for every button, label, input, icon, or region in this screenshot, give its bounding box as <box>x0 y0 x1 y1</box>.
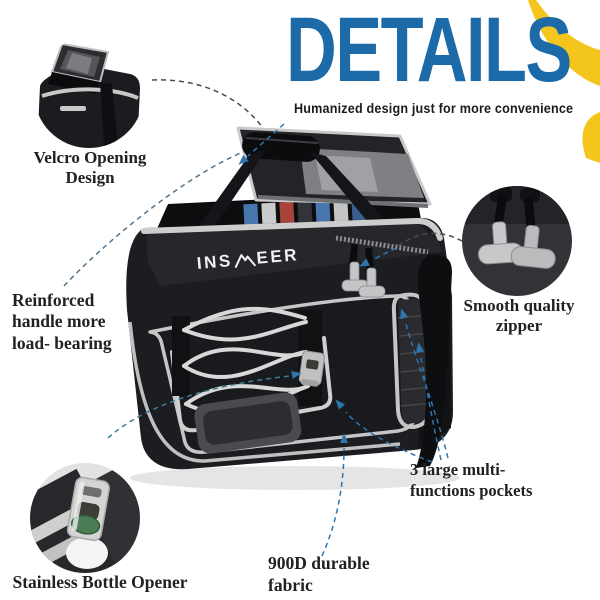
zipper-pulls <box>335 235 429 298</box>
shoulder-strap <box>416 254 452 468</box>
velcro-detail-photo <box>34 38 144 148</box>
velcro-detail-art <box>38 42 140 148</box>
mountain-icon <box>234 254 256 269</box>
callout-handle-label: Reinforced handle more load- bearing <box>12 290 112 353</box>
callout-fabric-label: 900D durable fabric <box>268 553 370 595</box>
zipper-detail-photo <box>462 186 572 296</box>
callout-opener-label: Stainless Bottle Opener <box>12 572 188 592</box>
connector-lines <box>63 79 463 557</box>
opener-detail-photo <box>30 463 140 573</box>
zipper-detail-art <box>462 186 572 296</box>
bottle-opener-on-bag <box>298 350 325 387</box>
bottom-handle-strip <box>194 392 302 454</box>
connector-velcro <box>151 79 264 129</box>
callout-pockets-label: 3 large multi-functions pockets <box>410 460 533 501</box>
connector-handle <box>63 151 244 287</box>
page-title: DETAILS <box>286 0 572 101</box>
callout-zipper-label: Smooth quality zipper <box>463 296 575 336</box>
brand-prefix: INS <box>196 250 234 273</box>
connector-opener <box>107 375 291 439</box>
yellow-ribbon <box>528 0 600 163</box>
brand-logo: INS EER <box>196 245 300 274</box>
opener-detail-art <box>30 463 140 573</box>
bag-shadow <box>130 466 460 490</box>
callout-velcro-label: Velcro Opening Design <box>33 148 147 188</box>
brand-suffix: EER <box>255 245 300 268</box>
rim-piping <box>141 217 443 241</box>
arrowheads <box>238 155 424 443</box>
connector-blue-arrows <box>247 123 449 557</box>
cooler-bag <box>126 126 460 490</box>
page-subtitle: Humanized design just for more convenien… <box>294 100 574 116</box>
bottom-piping <box>128 321 401 463</box>
